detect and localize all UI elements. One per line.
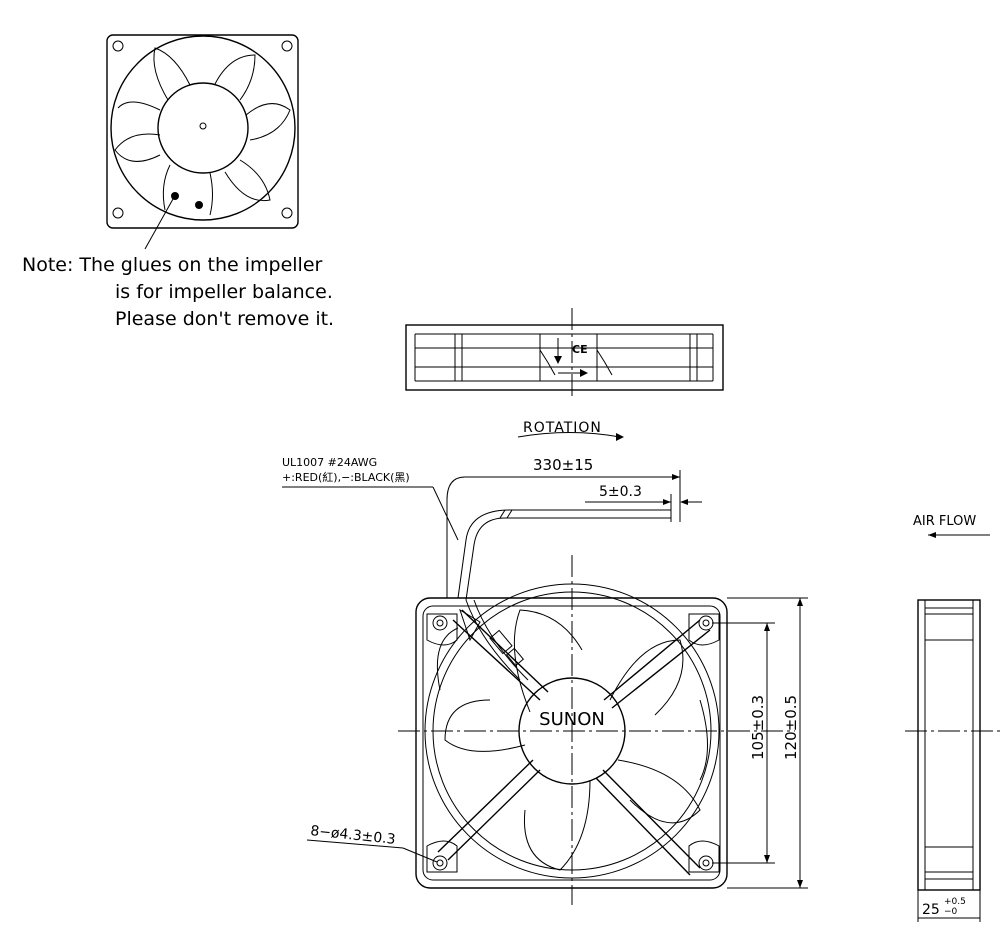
small-fan-blade [224, 159, 271, 202]
ce-mark: CE [572, 343, 588, 356]
side-view-frame [405, 324, 724, 391]
small-fan-blade [162, 164, 171, 211]
side-profile-view [905, 599, 1000, 891]
mounting-hole-tl [426, 613, 458, 646]
lead-length-ext [446, 476, 466, 598]
small-fan-blade [245, 103, 291, 141]
small-fan-blade [214, 54, 256, 101]
air-flow-label: AIR FLOW [913, 514, 976, 529]
main-fan-blade [444, 699, 526, 752]
small-fan-hole-bl [112, 207, 124, 219]
thickness-tol-upper: +0.5 [944, 897, 966, 907]
rotation-label: ROTATION [523, 420, 602, 436]
wire-leads [457, 509, 671, 601]
small-fan-blade [117, 101, 161, 111]
small-fan-frame [106, 34, 299, 229]
main-fan-blade [609, 639, 684, 716]
small-fan-hole-br [281, 207, 293, 219]
thickness-dim: 25 [922, 902, 940, 918]
note-line-3: Please don't remove it. [115, 308, 334, 330]
rotation-arrow [517, 432, 621, 438]
note-line-1: Note: The glues on the impeller [22, 254, 323, 276]
small-fan-hole-tr [281, 40, 293, 52]
mounting-hole-bl [426, 840, 458, 873]
side-view: CE [405, 308, 724, 400]
wire-spec-leader [432, 486, 459, 541]
wire-spec: UL1007 #24AWG [282, 456, 377, 469]
main-fan-blade [699, 699, 708, 781]
note-line-2: is for impeller balance. [115, 281, 333, 303]
wire-polarity: +:RED(紅),−:BLACK(黑) [282, 471, 410, 484]
hole-spacing-dim: 105±0.3 [749, 695, 767, 760]
thickness-tol-lower: −0 [944, 907, 958, 917]
side-profile-frame [917, 599, 981, 891]
small-fan-blade [114, 133, 161, 162]
glue-dot [171, 192, 179, 200]
small-fan-blade [153, 47, 191, 101]
mounting-hole-tr [688, 613, 720, 646]
main-fan-view: SUNON [398, 555, 795, 905]
lead-length-dim: 330±15 [533, 456, 593, 474]
glue-dot [195, 201, 203, 209]
note-leader-line [144, 198, 174, 250]
frame-size-dim: 120±0.5 [782, 695, 800, 760]
mounting-hole-br [688, 840, 720, 873]
strip-length-dim: 5±0.3 [599, 484, 642, 500]
small-fan-view [106, 34, 299, 250]
main-fan-blade [617, 759, 701, 824]
main-fan-blade [523, 779, 591, 871]
small-fan-hub [157, 82, 249, 174]
small-fan-ring [110, 35, 296, 221]
small-fan-blade [209, 172, 213, 216]
small-fan-center-dot [199, 122, 207, 130]
small-fan-hole-tl [112, 40, 124, 52]
brand-label: SUNON [539, 709, 605, 730]
main-fan-blade [436, 627, 459, 691]
